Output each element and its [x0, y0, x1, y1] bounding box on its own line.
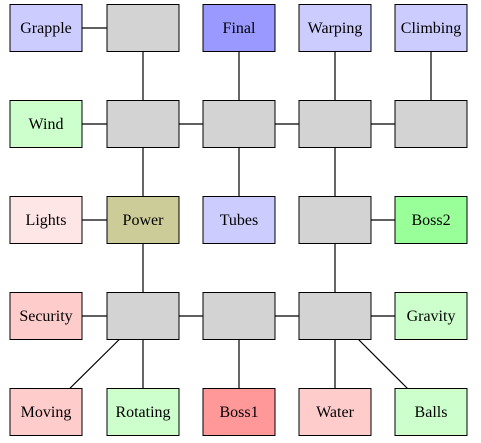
edge-j-r3-c1-to-moving [69, 339, 120, 389]
node-label: Moving [21, 404, 72, 421]
node-box [9, 292, 83, 340]
junction-node [106, 292, 180, 340]
node-label: Climbing [401, 20, 461, 37]
node-box [298, 196, 372, 244]
node-box [202, 388, 276, 436]
junction-node [202, 100, 276, 148]
node-boss1: Boss1 [202, 388, 276, 436]
node-lights: Lights [9, 196, 83, 244]
node-label: Rotating [115, 404, 170, 421]
junction-node [106, 4, 180, 52]
node-boss2: Boss2 [394, 196, 468, 244]
node-moving: Moving [9, 388, 83, 436]
node-power: Power [106, 196, 180, 244]
node-warping: Warping [298, 4, 372, 52]
node-box [298, 292, 372, 340]
junction-node [394, 100, 468, 148]
node-label: Lights [26, 212, 67, 229]
node-box [394, 292, 468, 340]
junction-node [298, 292, 372, 340]
node-box [9, 100, 83, 148]
node-final: Final [202, 4, 276, 52]
node-tubes: Tubes [202, 196, 276, 244]
node-box [298, 388, 372, 436]
node-gravity: Gravity [394, 292, 468, 340]
node-box [106, 388, 180, 436]
node-label: Balls [415, 404, 448, 421]
node-box [298, 4, 372, 52]
node-box [106, 100, 180, 148]
node-label: Final [223, 20, 256, 37]
node-label: Wind [29, 116, 64, 133]
node-balls: Balls [394, 388, 468, 436]
node-label: Boss1 [219, 404, 258, 421]
node-box [106, 4, 180, 52]
node-security: Security [9, 292, 83, 340]
edge-j-r3-c3-to-balls [358, 339, 408, 389]
node-box [106, 292, 180, 340]
node-label: Warping [308, 20, 363, 37]
node-label: Tubes [220, 212, 259, 229]
junction-node [298, 196, 372, 244]
node-box [394, 388, 468, 436]
node-box [9, 388, 83, 436]
node-label: Power [123, 212, 165, 229]
node-grapple: Grapple [9, 4, 83, 52]
node-box [202, 292, 276, 340]
node-box [394, 196, 468, 244]
node-label: Security [19, 308, 72, 325]
node-label: Grapple [20, 20, 72, 37]
edge-layer [69, 27, 432, 389]
junction-node [202, 292, 276, 340]
node-box [9, 4, 83, 52]
node-box [298, 100, 372, 148]
node-label: Gravity [407, 308, 456, 325]
node-label: Water [316, 404, 354, 421]
node-rotating: Rotating [106, 388, 180, 436]
node-box [202, 4, 276, 52]
node-box [9, 196, 83, 244]
node-wind: Wind [9, 100, 83, 148]
node-box [394, 4, 468, 52]
node-box [106, 196, 180, 244]
node-box [202, 100, 276, 148]
node-water: Water [298, 388, 372, 436]
node-box [202, 196, 276, 244]
node-box [394, 100, 468, 148]
junction-node [298, 100, 372, 148]
node-climbing: Climbing [394, 4, 468, 52]
junction-node [106, 100, 180, 148]
node-label: Boss2 [411, 212, 450, 229]
